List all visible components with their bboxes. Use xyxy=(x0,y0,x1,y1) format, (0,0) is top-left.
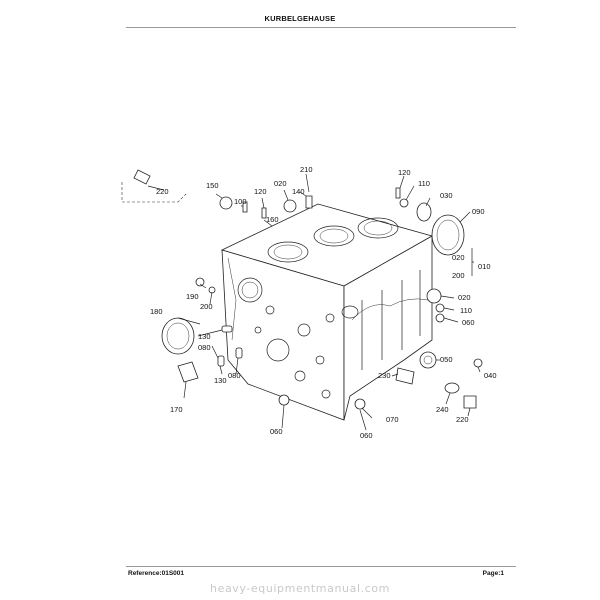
part-label-120: 120 xyxy=(398,168,411,177)
part-label-180: 180 xyxy=(150,307,163,316)
part-label-150: 150 xyxy=(206,181,219,190)
part-label-230: 230 xyxy=(378,371,391,380)
part-label-060: 060 xyxy=(462,318,475,327)
part-label-130: 130 xyxy=(198,332,211,341)
part-label-170: 170 xyxy=(170,405,183,414)
leader-lines xyxy=(147,173,481,431)
part-label-060: 060 xyxy=(270,427,283,436)
crankcase-block xyxy=(220,203,434,421)
part-label-030: 030 xyxy=(440,191,453,200)
part-label-020: 020 xyxy=(458,293,471,302)
part-label-040: 040 xyxy=(484,371,497,380)
part-label-060: 060 xyxy=(360,431,373,440)
part-label-200: 200 xyxy=(200,302,213,311)
header-divider xyxy=(126,27,516,28)
reference-label: Reference:01S001 xyxy=(128,570,185,577)
part-label-120: 120 xyxy=(254,187,267,196)
part-label-080: 080 xyxy=(228,371,241,380)
part-label-100: 100 xyxy=(234,197,247,206)
part-label-130: 130 xyxy=(214,376,227,385)
part-label-210: 210 xyxy=(300,165,313,174)
watermark: heavy-equipmentmanual.com xyxy=(210,582,390,595)
part-label-020: 020 xyxy=(452,253,465,262)
part-label-110: 110 xyxy=(460,306,472,315)
part-label-200: 200 xyxy=(452,271,465,280)
part-label-050: 050 xyxy=(440,355,453,364)
page-title: KURBELGEHAUSE xyxy=(264,14,336,23)
part-label-220: 220 xyxy=(456,415,469,424)
footer-divider xyxy=(126,566,516,567)
part-label-140: 140 xyxy=(292,187,305,196)
part-label-190: 190 xyxy=(186,292,199,301)
part-label-160: 160 xyxy=(266,215,279,224)
part-label-110: 110 xyxy=(418,179,430,188)
loose-parts xyxy=(121,169,483,410)
part-label-240: 240 xyxy=(436,405,449,414)
part-label-220: 220 xyxy=(156,187,169,196)
part-label-070: 070 xyxy=(386,415,399,424)
part-label-080: 080 xyxy=(198,343,211,352)
part-label-010: 010 xyxy=(478,262,491,271)
part-label-020: 020 xyxy=(274,179,287,188)
part-number-labels: 210 220 150 100 120 020 140 160 120 110 … xyxy=(150,165,497,440)
part-label-090: 090 xyxy=(472,207,485,216)
page-number: Page:1 xyxy=(482,570,504,577)
